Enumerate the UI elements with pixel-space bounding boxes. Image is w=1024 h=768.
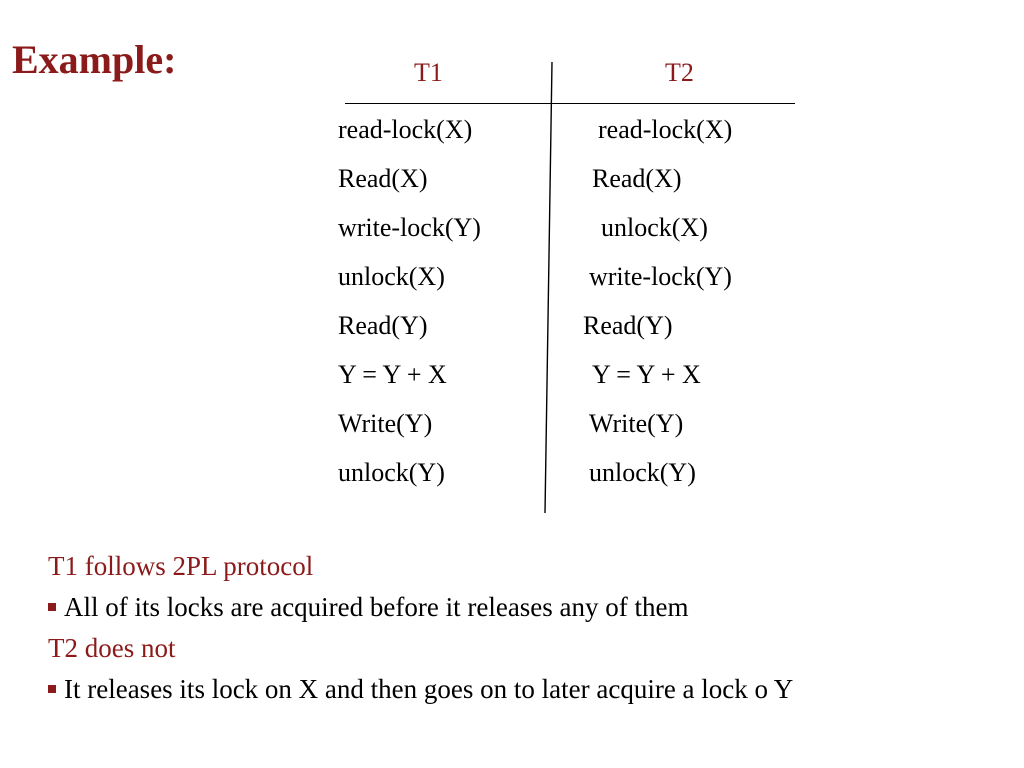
t2-step-5: Read(Y) — [583, 311, 673, 340]
t2-step-3: unlock(X) — [601, 213, 708, 242]
t1-step-6: Y = Y + X — [338, 360, 447, 389]
t1-note-bullet: All of its locks are acquired before it … — [48, 594, 689, 621]
t2-note-bullet-text: It releases its lock on X and then goes … — [64, 674, 794, 704]
t1-step-4: unlock(X) — [338, 262, 445, 291]
column-header-t2: T2 — [665, 58, 694, 87]
t1-step-1: read-lock(X) — [338, 115, 473, 144]
t2-step-7: Write(Y) — [589, 409, 684, 438]
t1-step-2: Read(X) — [338, 164, 428, 193]
t1-step-5: Read(Y) — [338, 311, 428, 340]
t2-step-2: Read(X) — [592, 164, 682, 193]
t2-step-6: Y = Y + X — [592, 360, 701, 389]
t1-step-8: unlock(Y) — [338, 458, 445, 487]
t2-step-1: read-lock(X) — [598, 115, 733, 144]
square-bullet-icon — [48, 603, 56, 611]
slide-title: Example: — [12, 37, 177, 82]
t2-step-8: unlock(Y) — [589, 458, 696, 487]
t2-note-heading: T2 does not — [48, 633, 176, 663]
square-bullet-icon — [48, 685, 56, 693]
t1-note-bullet-text: All of its locks are acquired before it … — [64, 592, 689, 622]
header-divider — [345, 103, 795, 104]
t2-note-bullet: It releases its lock on X and then goes … — [48, 676, 793, 703]
t1-note-heading: T1 follows 2PL protocol — [48, 551, 314, 581]
column-header-t1: T1 — [414, 58, 443, 87]
t1-step-7: Write(Y) — [338, 409, 433, 438]
t2-step-4: write-lock(Y) — [589, 262, 732, 291]
t1-step-3: write-lock(Y) — [338, 213, 481, 242]
